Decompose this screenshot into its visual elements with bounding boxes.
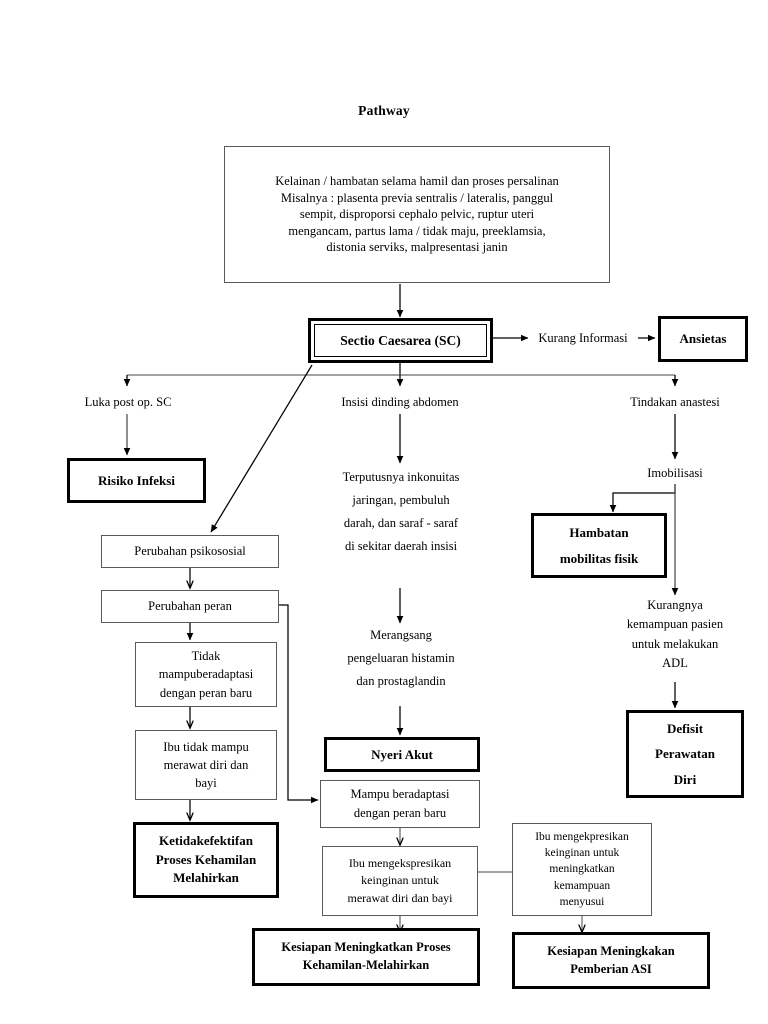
ibu-menyusui-line-2: keinginan untuk: [544, 847, 620, 860]
etiologi-line-1: Kelainan / hambatan selama hamil dan pro…: [275, 174, 559, 189]
defisit-line-1: Defisit: [666, 720, 704, 736]
sectio-caesarea-label: Sectio Caesarea (SC): [340, 332, 461, 348]
hambatan-line-1: Hambatan: [569, 524, 629, 540]
node-kesiapan-pemberian-asi: Kesiapan Meningkakan Pemberian ASI: [512, 932, 710, 989]
defisit-line-2: Perawatan: [655, 746, 715, 762]
tidak-mampu-line-3: dengan peran baru: [159, 685, 253, 700]
ibu-merawat-line-3: merawat diri dan bayi: [347, 890, 453, 905]
hambatan-line-2: mobilitas fisik: [559, 550, 639, 566]
ibu-tidak-mampu-line-3: bayi: [195, 776, 217, 791]
node-etiologi: Kelainan / hambatan selama hamil dan pro…: [224, 146, 610, 283]
tidak-mampu-line-1: Tidak: [191, 649, 221, 664]
mampu-beradaptasi-line-1: Mampu beradaptasi: [350, 787, 450, 802]
terputusnya-line-2: jaringan, pembuluh: [352, 493, 450, 508]
node-kurangnya-kemampuan-adl: Kurangnya kemampuan pasien untuk melakuk…: [605, 596, 745, 682]
merangsang-line-1: Merangsang: [370, 628, 432, 642]
kesiapan-asi-line-1: Kesiapan Meningkakan: [547, 943, 675, 958]
node-terputusnya-inkonuitas: Terputusnya inkonuitas jaringan, pembulu…: [310, 466, 492, 588]
ibu-menyusui-line-1: Ibu mengekpresikan: [535, 831, 629, 844]
node-mampu-beradaptasi: Mampu beradaptasi dengan peran baru: [320, 780, 480, 828]
node-perubahan-peran: Perubahan peran: [101, 590, 279, 623]
node-defisit-perawatan-diri: Defisit Perawatan Diri: [626, 710, 744, 798]
node-insisi-dinding-abdomen: Insisi dinding abdomen: [320, 390, 480, 414]
terputusnya-line-3: darah, dan saraf - saraf: [343, 516, 459, 531]
node-kesiapan-proses-kehamilan: Kesiapan Meningkatkan Proses Kehamilan-M…: [252, 928, 480, 986]
node-perubahan-psikososial: Perubahan psikososial: [101, 535, 279, 568]
perubahan-peran-label: Perubahan peran: [148, 599, 232, 614]
kesiapan-proses-line-1: Kesiapan Meningkatkan Proses: [281, 940, 451, 955]
etiologi-line-3: sempit, disproporsi cephalo pelvic, rupt…: [299, 207, 535, 222]
mampu-beradaptasi-line-2: dengan peran baru: [353, 806, 447, 820]
node-luka-post-op: Luka post op. SC: [57, 390, 199, 414]
merangsang-line-3: dan prostaglandin: [356, 674, 446, 689]
node-tidak-mampu-beradaptasi: Tidak mampuberadaptasi dengan peran baru: [135, 642, 277, 707]
ibu-merawat-line-2: keinginan untuk: [361, 873, 439, 888]
node-ketidakefektifan-proses: Ketidakefektifan Proses Kehamilan Melahi…: [133, 822, 279, 898]
ketidakefektifan-line-2: Proses Kehamilan: [155, 851, 257, 867]
ketidakefektifan-line-1: Ketidakefektifan: [159, 833, 253, 849]
tindakan-anastesi-label: Tindakan anastesi: [630, 394, 720, 409]
ibu-menyusui-line-5: menyusui: [559, 895, 605, 908]
ketidakefektifan-line-3: Melahirkan: [173, 870, 239, 886]
merangsang-line-2: pengeluaran histamin: [347, 651, 455, 666]
imobilisasi-label: Imobilisasi: [647, 465, 703, 480]
etiologi-line-4: mengancam, partus lama / tidak maju, pre…: [288, 223, 546, 238]
ibu-menyusui-line-3: meningkatkan: [549, 863, 615, 876]
node-ibu-tidak-mampu-merawat: Ibu tidak mampu merawat diri dan bayi: [135, 730, 277, 800]
node-tindakan-anastesi: Tindakan anastesi: [605, 390, 745, 414]
tidak-mampu-line-2: mampuberadaptasi: [158, 667, 254, 682]
node-merangsang-histamin: Merangsang pengeluaran histamin dan pros…: [310, 624, 492, 706]
risiko-infeksi-label: Risiko Infeksi: [98, 472, 175, 488]
kesiapan-asi-line-2: Pemberian ASI: [570, 961, 652, 976]
terputusnya-line-1: Terputusnya inkonuitas: [342, 470, 460, 484]
ibu-menyusui-line-4: kemampuan: [553, 879, 611, 892]
defisit-line-3: Diri: [673, 771, 697, 787]
kesiapan-proses-line-2: Kehamilan-Melahirkan: [302, 958, 430, 972]
etiologi-line-5: distonia serviks, malpresentasi janin: [326, 240, 508, 255]
ibu-tidak-mampu-line-2: merawat diri dan: [163, 757, 249, 772]
ibu-merawat-line-1: Ibu mengekspresikan: [348, 855, 452, 870]
page-title: Pathway: [358, 103, 410, 118]
nyeri-akut-label: Nyeri Akut: [371, 746, 433, 762]
ibu-tidak-mampu-line-1: Ibu tidak mampu: [163, 739, 249, 754]
node-sectio-caesarea: Sectio Caesarea (SC): [308, 318, 493, 363]
terputusnya-line-4: di sekitar daerah insisi: [344, 539, 458, 554]
node-kurang-informasi: Kurang Informasi: [528, 325, 638, 351]
luka-post-op-label: Luka post op. SC: [84, 394, 172, 409]
ansietas-label: Ansietas: [679, 331, 727, 347]
node-imobilisasi: Imobilisasi: [620, 462, 730, 484]
node-ibu-mengekspresikan-merawat: Ibu mengekspresikan keinginan untuk mera…: [322, 846, 478, 916]
node-risiko-infeksi: Risiko Infeksi: [67, 458, 206, 503]
node-ibu-mengekpresikan-menyusui: Ibu mengekpresikan keinginan untuk menin…: [512, 823, 652, 916]
etiologi-line-2: Misalnya : plasenta previa sentralis / l…: [280, 190, 554, 205]
kurang-informasi-label: Kurang Informasi: [538, 330, 628, 345]
kurangnya-line-2: kemampuan pasien: [626, 617, 724, 632]
kurangnya-line-4: ADL: [662, 656, 688, 671]
sectio-caesarea-inner: Sectio Caesarea (SC): [314, 324, 487, 357]
insisi-dinding-abdomen-label: Insisi dinding abdomen: [341, 394, 459, 409]
node-nyeri-akut: Nyeri Akut: [324, 737, 480, 772]
kurangnya-line-1: Kurangnya: [647, 598, 703, 612]
perubahan-psikososial-label: Perubahan psikososial: [134, 544, 246, 559]
node-ansietas: Ansietas: [658, 316, 748, 362]
node-hambatan-mobilitas-fisik: Hambatan mobilitas fisik: [531, 513, 667, 578]
kurangnya-line-3: untuk melakukan: [631, 636, 719, 651]
